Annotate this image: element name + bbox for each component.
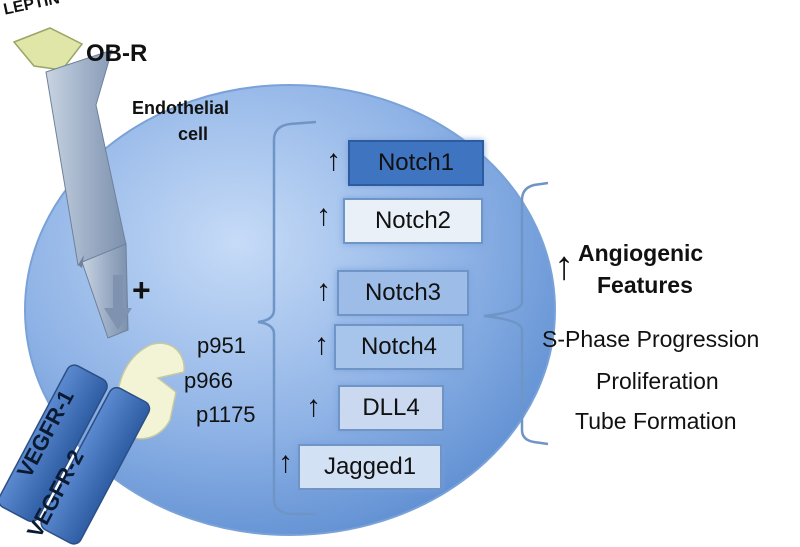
ob-r-label: OB-R	[86, 40, 148, 67]
outcome-s-phase: S-Phase Progression	[542, 326, 760, 352]
notch-group-brace	[257, 120, 317, 516]
phospho-site-p966: p966	[184, 368, 233, 393]
up-arrow-angiogenic: ↑	[554, 244, 574, 288]
up-arrow-notch1: ↑	[326, 144, 341, 177]
angiogenic-label-line1: Angiogenic	[578, 240, 704, 266]
outcome-proliferation: Proliferation	[596, 368, 719, 394]
phospho-site-p1175: p1175	[196, 402, 256, 427]
up-arrow-jagged1: ↑	[278, 446, 293, 479]
cell-label-line2: cell	[178, 124, 209, 144]
notch1-box: Notch1	[348, 140, 484, 186]
phospho-site-p951: p951	[197, 333, 246, 358]
up-arrow-notch4: ↑	[314, 328, 329, 361]
signal-arrow	[104, 275, 132, 330]
cell-label-line1: Endothelial	[132, 98, 230, 118]
notch4-box: Notch4	[334, 324, 464, 370]
dll4-box: DLL4	[338, 385, 444, 431]
angiogenic-label-line2: Features	[597, 272, 693, 298]
notch3-box: Notch3	[337, 270, 469, 316]
up-arrow-notch3: ↑	[316, 274, 331, 307]
jagged1-box: Jagged1	[298, 444, 442, 490]
plus-sign: +	[132, 272, 151, 308]
vegfr-receptor-bars	[0, 364, 151, 545]
outcomes-brace	[483, 181, 549, 446]
up-arrow-notch2: ↑	[316, 199, 331, 232]
leptin-ligand	[12, 27, 84, 71]
notch2-box: Notch2	[343, 198, 483, 244]
outcome-tube-formation: Tube Formation	[575, 408, 737, 434]
up-arrow-dll4: ↑	[306, 390, 321, 423]
